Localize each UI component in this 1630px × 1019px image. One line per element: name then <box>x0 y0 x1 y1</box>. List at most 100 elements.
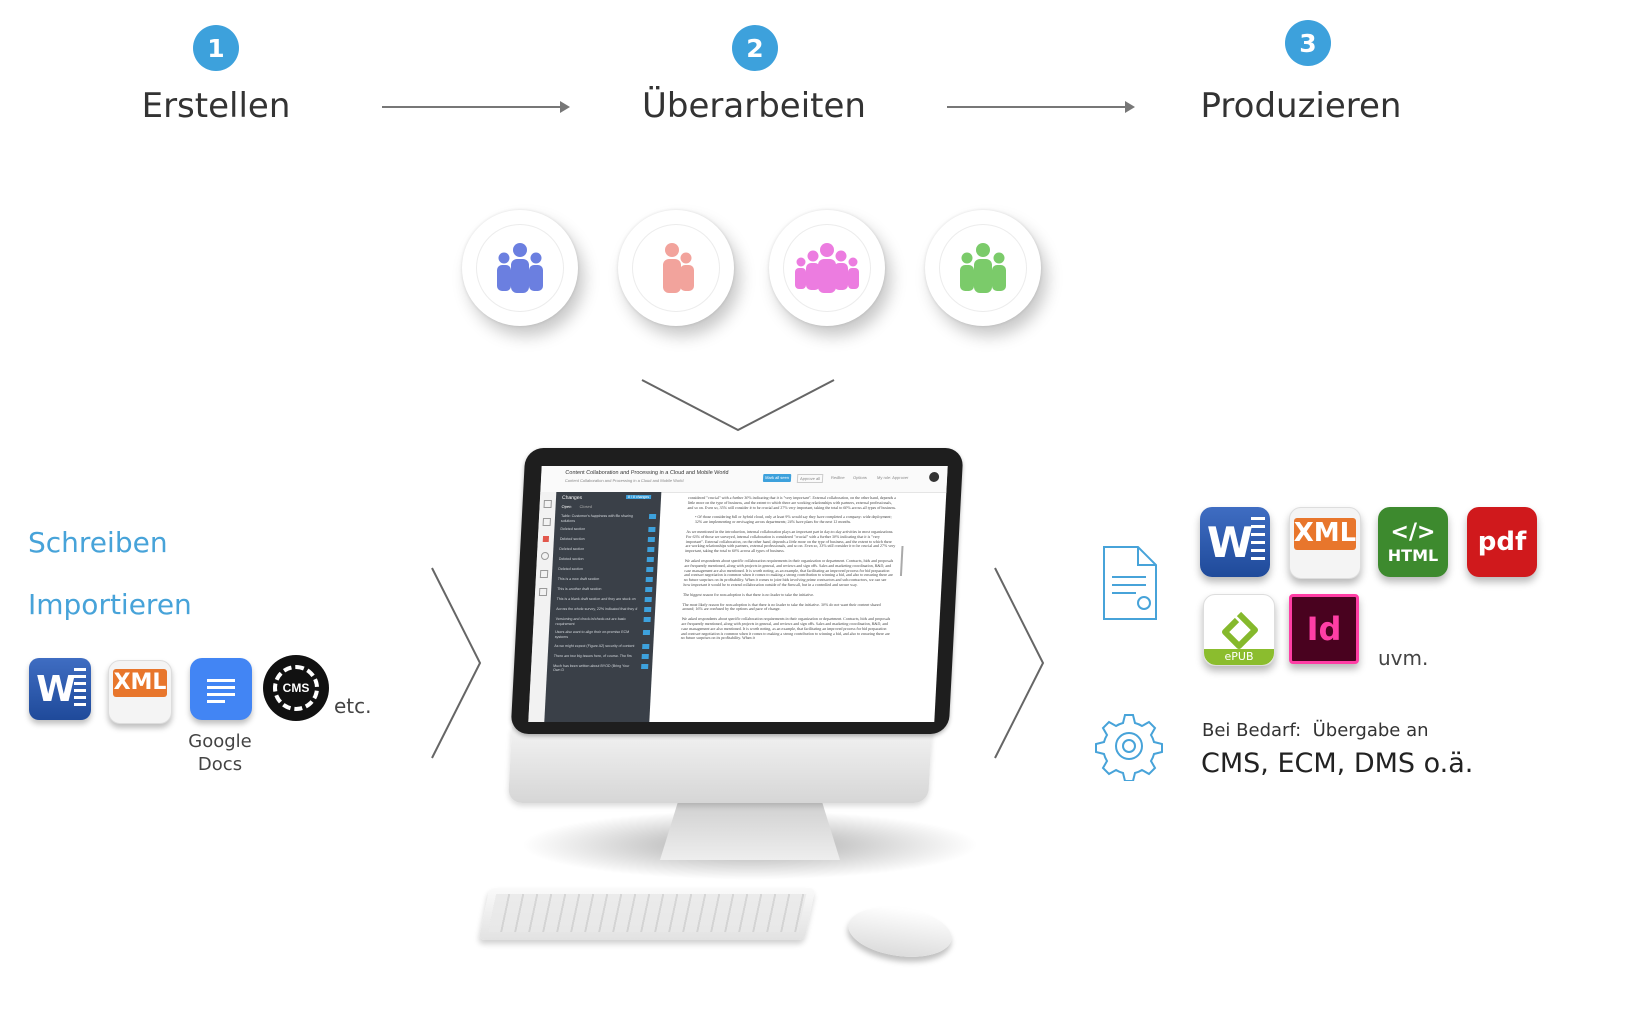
change-accept-icon[interactable] <box>644 597 652 603</box>
users-icon <box>663 243 694 293</box>
document-scrollbar[interactable] <box>899 546 904 576</box>
change-accept-icon[interactable] <box>642 643 650 649</box>
changes-sidebar: Changes 8 / 8 changes Open Closed Table:… <box>544 492 662 722</box>
mouse <box>845 900 955 964</box>
step-2-label: Überarbeiten <box>642 86 866 126</box>
pdf-icon: pdf <box>1467 507 1537 577</box>
change-list-item-label: Across the whole survey, 22% indicated t… <box>556 607 638 612</box>
document-icon <box>1103 546 1157 620</box>
change-list-item[interactable]: Table: Customer's happiness with file sh… <box>561 514 657 523</box>
change-list-item-label: This is a blank draft section and they a… <box>556 597 636 602</box>
change-accept-icon[interactable] <box>647 537 655 543</box>
change-accept-icon[interactable] <box>645 587 653 593</box>
document-subtitle: Content Collaboration and Processing in … <box>564 478 684 483</box>
change-accept-icon[interactable] <box>648 527 656 533</box>
change-accept-icon[interactable] <box>647 547 655 553</box>
document-paragraph: We asked respondents about specific coll… <box>683 557 894 587</box>
tab-open[interactable]: Open <box>561 504 572 509</box>
changes-list: Table: Customer's happiness with file sh… <box>553 514 657 677</box>
chevron-down-icon <box>641 379 835 432</box>
google-docs-label-line2: Docs <box>197 754 243 775</box>
document-title: Content Collaboration and Processing in … <box>565 470 729 476</box>
change-list-item[interactable]: Deleted section <box>560 537 655 543</box>
group-circle-3 <box>769 210 885 326</box>
google-docs-label-line1: Google <box>188 731 252 752</box>
change-list-item-label: As we might expect (Figure A2) security … <box>554 643 635 648</box>
more-formats-label: uvm. <box>1378 646 1429 670</box>
etc-label: etc. <box>334 694 372 718</box>
write-label: Schreiben <box>28 526 168 559</box>
change-list-item-label: Deleted section <box>560 527 586 532</box>
epub-icon: ePUB <box>1203 594 1275 666</box>
step-3-number: 3 <box>1285 20 1331 66</box>
options-button[interactable]: Options <box>852 475 868 480</box>
step-2-number: 2 <box>732 25 778 71</box>
mark-all-seen-button[interactable]: Mark all seen <box>762 474 792 482</box>
arrow-right-icon <box>947 101 1135 113</box>
arrow-right-icon <box>382 101 570 113</box>
change-list-item[interactable]: This is a blank draft section and they a… <box>557 597 652 603</box>
chevron-right-icon <box>994 567 1045 759</box>
change-accept-icon[interactable] <box>641 653 649 659</box>
handover-targets: CMS, ECM, DMS o.ä. <box>1201 748 1474 779</box>
pdf-output-label: pdf <box>1477 527 1527 557</box>
document-paragraph: • Of those considering full or hybrid cl… <box>694 514 892 525</box>
word-icon: W <box>1200 507 1270 577</box>
change-list-item-label: There are two big issues here, of course… <box>553 653 632 658</box>
change-list-item[interactable]: There are two big issues here, of course… <box>553 653 649 660</box>
change-accept-icon[interactable] <box>645 577 653 583</box>
indesign-output-label: Id <box>1306 610 1342 648</box>
change-list-item-label: Users also want to align their on-premis… <box>554 630 630 639</box>
change-accept-icon[interactable] <box>643 617 651 623</box>
change-list-item-label: Deleted section <box>558 567 584 572</box>
cms-icon: CMS <box>263 655 329 721</box>
change-accept-icon[interactable] <box>646 567 654 573</box>
html-code-glyph: </> <box>1390 519 1436 545</box>
step-3-label: Produzieren <box>1200 86 1402 126</box>
step-1-number: 1 <box>193 25 239 71</box>
user-avatar[interactable] <box>928 472 940 482</box>
epub-logo <box>1222 611 1258 649</box>
change-list-item[interactable]: Much has been written about BYOD (Bring … <box>553 663 649 673</box>
import-label: Importieren <box>28 588 192 621</box>
google-docs-icon <box>190 658 252 720</box>
document-body: considered "crucial" with a further 30% … <box>676 496 898 722</box>
change-list-item[interactable]: Versioning and check-in/check-out are ba… <box>555 617 651 626</box>
change-list-item[interactable]: Across the whole survey, 22% indicated t… <box>556 607 652 613</box>
users-icon <box>960 243 1006 293</box>
change-list-item[interactable]: Deleted section <box>560 527 656 533</box>
approve-all-button[interactable]: Approve all <box>796 474 824 483</box>
monitor-screen: Content Collaboration and Processing in … <box>528 466 948 722</box>
change-list-item[interactable]: Deleted section <box>559 557 654 563</box>
group-circle-4 <box>925 210 1041 326</box>
change-accept-icon[interactable] <box>648 514 657 519</box>
change-list-item-label: Deleted section <box>559 537 585 542</box>
keyboard <box>478 888 816 940</box>
cms-icon-label: CMS <box>282 681 310 695</box>
change-accept-icon[interactable] <box>646 557 654 563</box>
change-list-item-label: Versioning and check-in/check-out are ba… <box>555 617 627 626</box>
gear-icon <box>1095 714 1163 781</box>
html-icon: </> HTML <box>1378 507 1448 577</box>
users-icon <box>795 243 859 293</box>
change-accept-icon[interactable] <box>644 607 652 613</box>
change-accept-icon[interactable] <box>641 663 649 669</box>
change-list-item[interactable]: As we might expect (Figure A2) security … <box>554 643 650 650</box>
change-accept-icon[interactable] <box>642 630 651 636</box>
change-list-item-label: Deleted section <box>558 557 584 562</box>
change-list-item[interactable]: This is another draft section <box>557 587 653 593</box>
document-paragraph: considered "crucial" with a further 30% … <box>687 496 897 510</box>
change-list-item[interactable]: This is a new draft section <box>558 577 653 583</box>
change-list-item-label: This is another draft section <box>557 587 602 592</box>
change-list-item-label: Deleted section <box>559 547 585 552</box>
change-list-item[interactable]: Users also want to align their on-premis… <box>554 630 651 639</box>
tab-closed[interactable]: Closed <box>579 504 593 509</box>
monitor-chin <box>508 727 932 803</box>
document-paragraph: We asked respondents about specific coll… <box>680 616 891 641</box>
change-list-item[interactable]: Deleted section <box>559 547 655 553</box>
users-icon <box>497 243 543 293</box>
role-label: My role: Approver <box>876 475 909 480</box>
redline-button[interactable]: Redline <box>830 475 845 480</box>
html-output-label: HTML <box>1387 545 1439 565</box>
change-list-item[interactable]: Deleted section <box>558 567 654 573</box>
